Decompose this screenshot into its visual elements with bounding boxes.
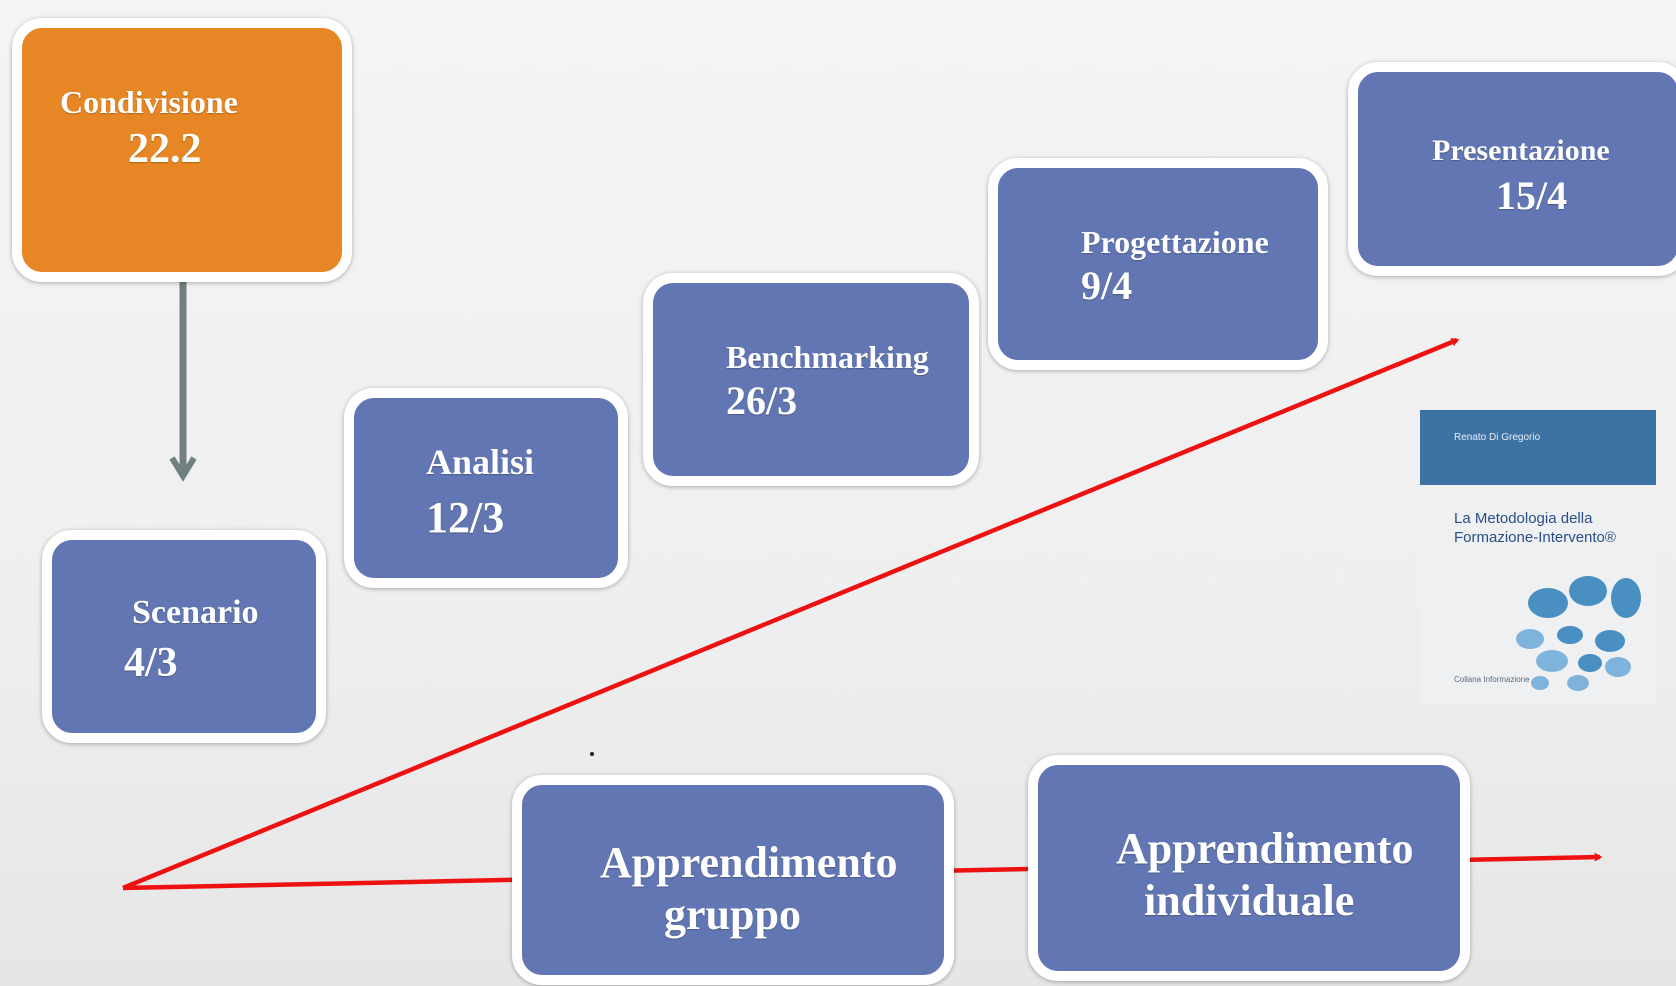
step-date: 15/4 bbox=[1496, 173, 1568, 218]
step-label: Progettazione bbox=[1081, 224, 1269, 260]
book-footer: Collana Informazione bbox=[1454, 675, 1530, 684]
learning-individual-box: Apprendimento individuale bbox=[1028, 755, 1470, 981]
learning-line2: gruppo bbox=[664, 890, 801, 939]
step-presentazione: Presentazione 15/4 bbox=[1348, 62, 1676, 276]
book-flower-logo bbox=[1516, 576, 1641, 691]
step-label: Analisi bbox=[426, 442, 535, 482]
step-label: Scenario bbox=[132, 594, 259, 631]
step-date: 22.2 bbox=[128, 126, 202, 172]
step-benchmarking: Benchmarking 26/3 bbox=[643, 273, 979, 486]
step-label: Benchmarking bbox=[726, 339, 929, 375]
learning-line1: Apprendimento bbox=[600, 838, 898, 887]
step-label: Presentazione bbox=[1432, 134, 1610, 167]
step-label: Condivisione bbox=[60, 84, 238, 120]
step-scenario: Scenario 4/3 bbox=[42, 530, 326, 743]
step-analisi: Analisi 12/3 bbox=[344, 388, 628, 588]
step-progettazione: Progettazione 9/4 bbox=[988, 158, 1328, 370]
step-date: 26/3 bbox=[726, 378, 798, 423]
book-cover-panel: La Metodologia della Formazione-Interven… bbox=[1420, 485, 1656, 704]
learning-group-box: Apprendimento gruppo bbox=[512, 775, 954, 985]
learning-line1: Apprendimento bbox=[1116, 824, 1414, 873]
stray-dot bbox=[590, 752, 594, 756]
book-cover-image: Renato Di Gregorio La Metodologia della … bbox=[1420, 410, 1656, 704]
book-author: Renato Di Gregorio bbox=[1454, 432, 1541, 443]
step-date: 4/3 bbox=[124, 640, 178, 686]
step-condivisione: Condivisione 22.2 bbox=[12, 18, 352, 282]
step-date: 12/3 bbox=[426, 493, 505, 542]
learning-line2: individuale bbox=[1144, 876, 1355, 925]
step-date: 9/4 bbox=[1081, 263, 1133, 308]
book-cover-header: Renato Di Gregorio bbox=[1420, 410, 1656, 485]
grey-down-arrow bbox=[169, 278, 197, 482]
diagonal-growth-arrow bbox=[122, 337, 1460, 891]
book-title: La Metodologia della Formazione-Interven… bbox=[1454, 510, 1616, 546]
